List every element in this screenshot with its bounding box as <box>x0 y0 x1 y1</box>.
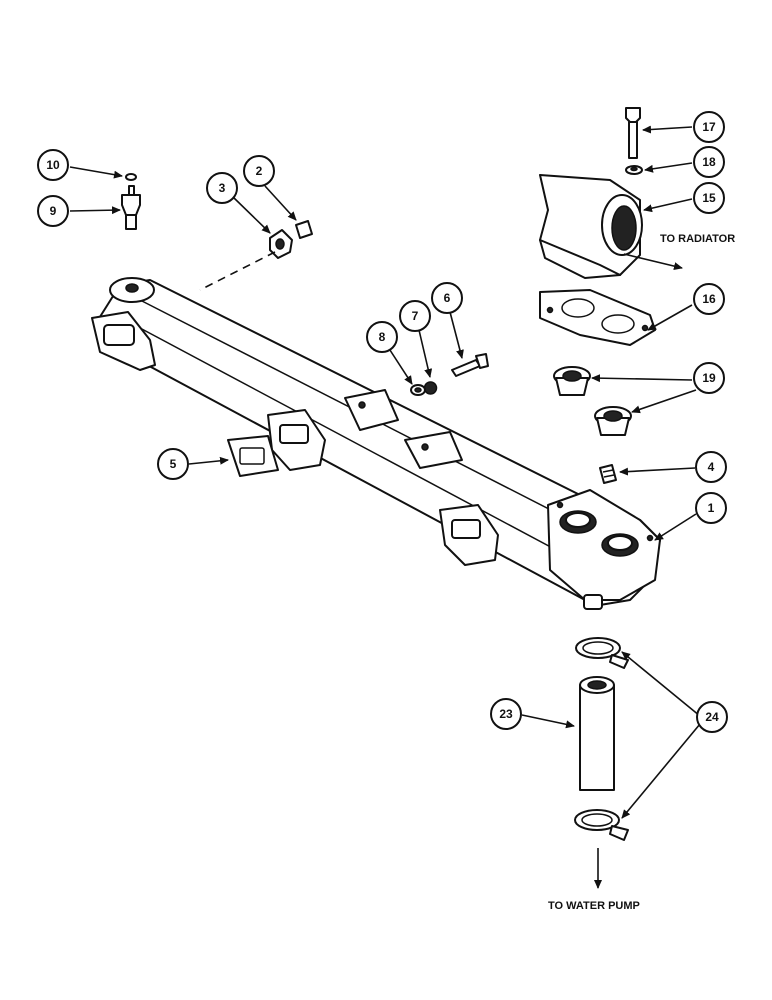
callout-7-label: 7 <box>412 309 419 323</box>
callout-10-label: 10 <box>46 158 60 172</box>
callout-15: 15 <box>693 182 725 214</box>
callout-2: 2 <box>243 155 275 187</box>
hose-and-clamps <box>574 637 629 841</box>
callout-19: 19 <box>693 362 725 394</box>
thermostats <box>553 366 632 436</box>
callout-23: 23 <box>490 698 522 730</box>
radiator-elbow-housing <box>539 174 643 279</box>
callout-15-label: 15 <box>702 191 716 205</box>
callout-6-label: 6 <box>444 291 451 305</box>
to-water-pump-label: TO WATER PUMP <box>548 900 640 912</box>
callout-3: 3 <box>206 172 238 204</box>
pipe-plug <box>599 464 617 484</box>
callout-9-label: 9 <box>50 204 57 218</box>
callout-8-label: 8 <box>379 330 386 344</box>
to-radiator-label: TO RADIATOR <box>660 233 735 245</box>
callout-18: 18 <box>693 146 725 178</box>
callout-4: 4 <box>695 451 727 483</box>
bolt-washer-nut <box>410 353 489 396</box>
temperature-sender <box>121 173 141 230</box>
callout-1: 1 <box>695 492 727 524</box>
callout-9: 9 <box>37 195 69 227</box>
callout-17: 17 <box>693 111 725 143</box>
callout-5: 5 <box>157 448 189 480</box>
callout-24-label: 24 <box>705 710 719 724</box>
fitting-and-plug <box>199 220 313 291</box>
elbow-bolt-washer <box>625 107 643 175</box>
callout-10: 10 <box>37 149 69 181</box>
callout-3-label: 3 <box>219 181 226 195</box>
callout-23-label: 23 <box>499 707 513 721</box>
callout-4-label: 4 <box>708 460 715 474</box>
callout-2-label: 2 <box>256 164 263 178</box>
callout-16-label: 16 <box>702 292 716 306</box>
callout-18-label: 18 <box>702 155 716 169</box>
callout-16: 16 <box>693 283 725 315</box>
callout-6: 6 <box>431 282 463 314</box>
leader-lines <box>69 125 701 889</box>
callout-1-label: 1 <box>708 501 715 515</box>
elbow-gasket <box>539 289 656 346</box>
callout-8: 8 <box>366 321 398 353</box>
callout-24: 24 <box>696 701 728 733</box>
callout-7: 7 <box>399 300 431 332</box>
water-manifold <box>91 277 661 610</box>
callout-19-label: 19 <box>702 371 716 385</box>
callout-17-label: 17 <box>702 120 716 134</box>
port-gasket <box>227 435 279 477</box>
callout-5-label: 5 <box>170 457 177 471</box>
